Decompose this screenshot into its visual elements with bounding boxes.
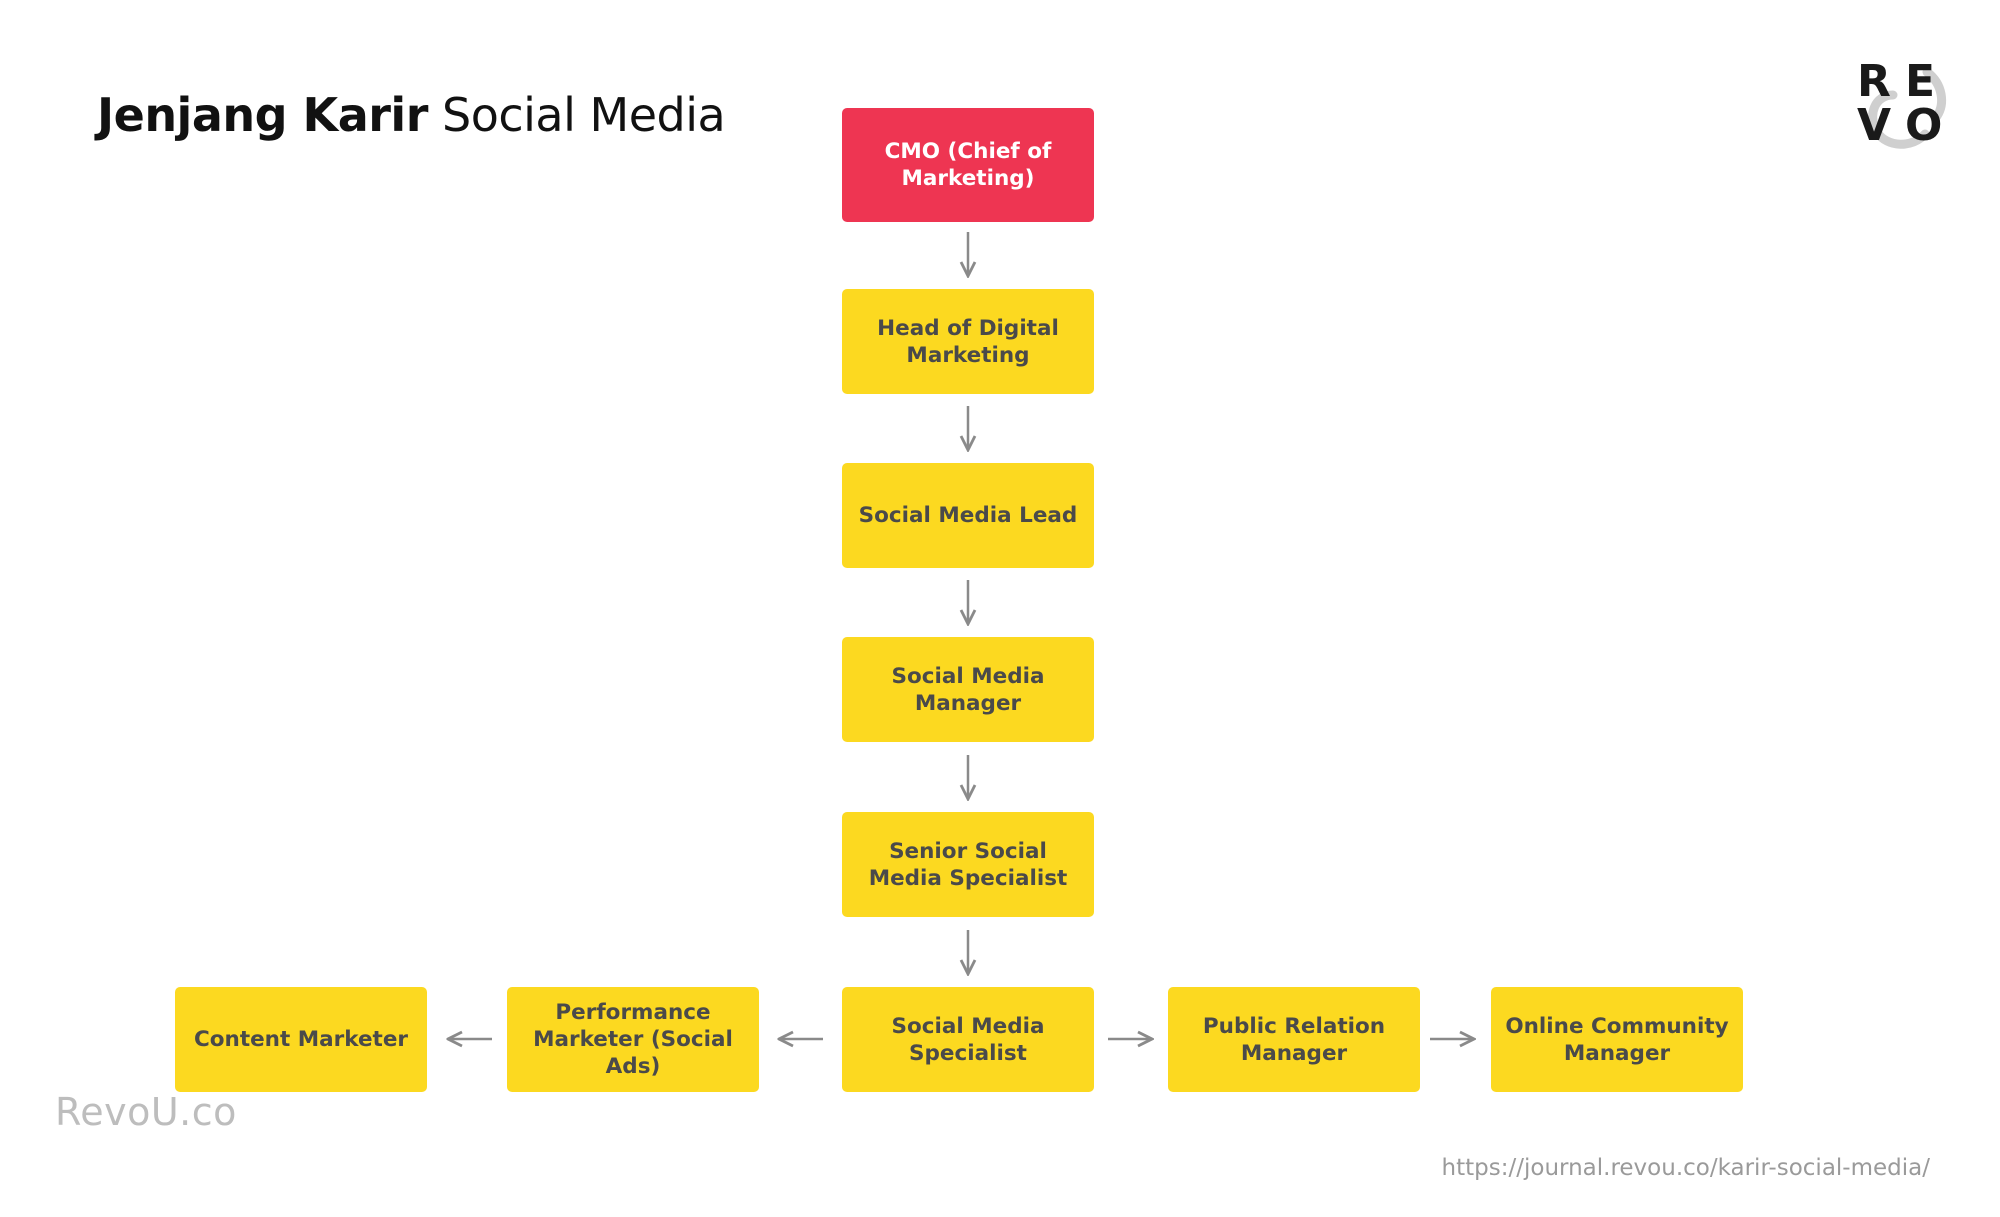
- node-content-marketer: Content Marketer: [175, 987, 427, 1092]
- node-online-community-manager: Online Community Manager: [1491, 987, 1743, 1092]
- node-manager-label: Social Media Manager: [891, 663, 1045, 716]
- node-specialist-label: Social Media Specialist: [891, 1013, 1045, 1066]
- brand-watermark: RevoU.co: [55, 1090, 237, 1134]
- node-head-label: Head of Digital Marketing: [877, 315, 1059, 368]
- source-url: https://journal.revou.co/karir-social-me…: [1441, 1155, 1930, 1181]
- node-cmo: CMO (Chief of Marketing): [842, 108, 1094, 222]
- logo-letter-v: V: [1857, 100, 1891, 151]
- logo-letter-e: E: [1905, 56, 1935, 107]
- node-cmo-label: CMO (Chief of Marketing): [884, 139, 1052, 191]
- node-head-of-digital-marketing: Head of Digital Marketing: [842, 289, 1094, 394]
- node-social-media-specialist: Social Media Specialist: [842, 987, 1094, 1092]
- node-performance-marketer: Performance Marketer (Social Ads): [507, 987, 759, 1092]
- node-senior-social-media-specialist: Senior Social Media Specialist: [842, 812, 1094, 917]
- logo-letter-r: R: [1857, 56, 1891, 107]
- node-social-media-manager: Social Media Manager: [842, 637, 1094, 742]
- revou-logo: R E V O: [1857, 56, 1947, 151]
- node-performance-label: Performance Marketer (Social Ads): [533, 1000, 733, 1079]
- node-pr-label: Public Relation Manager: [1202, 1013, 1386, 1066]
- page-title: Jenjang Karir Social Media: [97, 88, 726, 142]
- node-community-label: Online Community Manager: [1505, 1013, 1729, 1066]
- node-social-media-lead: Social Media Lead: [842, 463, 1094, 568]
- node-content-label: Content Marketer: [193, 1027, 409, 1052]
- node-public-relation-manager: Public Relation Manager: [1168, 987, 1420, 1092]
- title-regular: Social Media: [442, 88, 726, 142]
- logo-letter-o: O: [1905, 100, 1942, 151]
- node-senior-label: Senior Social Media Specialist: [868, 838, 1068, 891]
- node-lead-label: Social Media Lead: [858, 503, 1078, 528]
- title-bold: Jenjang Karir: [97, 88, 428, 142]
